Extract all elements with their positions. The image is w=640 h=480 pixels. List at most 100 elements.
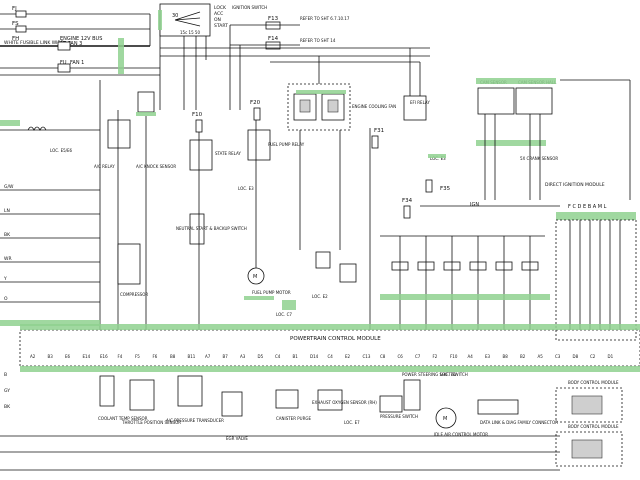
o2-rh-label: EXHAUST OXYGEN SENSOR (RH) bbox=[312, 400, 377, 405]
pcm-pin: E16 bbox=[100, 354, 108, 359]
engine-bus-label: ENGINE 12V BUS bbox=[60, 36, 102, 42]
canister-icon bbox=[275, 389, 299, 409]
ignition-switch: 30 LOCK ACC ON START IGNITION SWITCH 15c… bbox=[158, 3, 267, 110]
idle-air-label: IDLE AIR CONTROL MOTOR bbox=[434, 432, 488, 437]
egr-valve-icon bbox=[221, 391, 243, 417]
svg-text:M: M bbox=[443, 416, 447, 422]
pcm-pin: C3 bbox=[555, 354, 561, 359]
sensor-icon bbox=[177, 375, 203, 407]
wire-code: G/W bbox=[4, 184, 14, 190]
loc-e3b: LOC. E3 bbox=[430, 156, 446, 161]
sensor-icon bbox=[515, 87, 553, 115]
centre-left-relays: F10 STATE RELAY NEUTRAL START & BACKUP S… bbox=[176, 100, 560, 330]
fuse-f35-label: F35 bbox=[440, 186, 451, 192]
pcm-pin: C7 bbox=[415, 354, 421, 359]
lower-sensors: COOLANT TEMP SENSOR THROTTLE POSITION SE… bbox=[0, 372, 623, 471]
pcm-pin: D5 bbox=[258, 354, 264, 359]
compressor-label: COMPRESSOR bbox=[120, 292, 148, 297]
sensor-icon bbox=[129, 379, 155, 411]
data-link-icon bbox=[477, 399, 519, 415]
compressor-icon bbox=[117, 243, 141, 285]
pcm-pin: D1 bbox=[608, 354, 614, 359]
fuse-f13-label: F13 bbox=[268, 16, 279, 22]
sensor-icon bbox=[137, 91, 155, 113]
pressure-switch-label: PRESSURE SWITCH bbox=[380, 414, 418, 419]
switch-icon bbox=[189, 213, 205, 245]
pcm-pin: F2 bbox=[433, 354, 438, 359]
fuse-icon bbox=[265, 41, 281, 50]
svg-text:30: 30 bbox=[172, 13, 178, 19]
pcm-pin: B1 bbox=[293, 354, 299, 359]
ac-pressure-label: A/C PRESSURE TRANSDUCER bbox=[166, 418, 224, 423]
wire-code: BK bbox=[4, 404, 11, 410]
fuse-fj-label: FJ bbox=[12, 6, 17, 12]
state-relay-icon bbox=[189, 139, 213, 171]
fuse-icon bbox=[57, 41, 71, 51]
pcm-pin: F6 bbox=[153, 354, 158, 359]
canister-label: CANISTER PURGE bbox=[276, 416, 311, 421]
fuse-fs-label: FS bbox=[12, 21, 19, 27]
svg-text:M: M bbox=[253, 274, 257, 280]
powersteer-label: POWER STEERING SHIFT SWITCH bbox=[402, 372, 468, 377]
svg-text:15c 15 50: 15c 15 50 bbox=[180, 30, 200, 35]
pcm-pin: A3 bbox=[240, 354, 246, 359]
data-link-label: DATA LINK & DIAG FAMILY CONNECTOR bbox=[480, 420, 558, 425]
fuse-f14-label: F14 bbox=[268, 36, 279, 42]
loc-e5: LOC. E5/E6 bbox=[50, 148, 73, 153]
tps-label: THROTTLE POSITION SENSOR bbox=[121, 420, 181, 425]
engine-cooling-fan: ENGINE COOLING FAN bbox=[352, 104, 396, 109]
wire-code: BK bbox=[4, 232, 11, 238]
bcm2-label: BODY CONTROL MODULE bbox=[568, 424, 619, 429]
fuel-pump-relay-icon bbox=[247, 129, 271, 161]
bcm1-label: BODY CONTROL MODULE bbox=[568, 380, 619, 385]
top-left-fuses: FJ FS FH ENGINE 12V BUS WHITE FUSIBLE LI… bbox=[0, 6, 161, 110]
ign-switch-title: IGNITION SWITCH bbox=[232, 5, 267, 10]
fuse-icon bbox=[371, 135, 379, 149]
sensor-icon bbox=[315, 251, 331, 269]
fuse-f20-label: F20 bbox=[250, 100, 261, 106]
motor-icon bbox=[435, 407, 457, 429]
loc-e7: LOC. E7 bbox=[344, 420, 360, 425]
cam-crank-sensors: CAM SENSOR CAM SENSOR HALL 5X CRANK SENS… bbox=[476, 78, 631, 200]
fuse-icon bbox=[57, 63, 71, 73]
ign-acc: ACC bbox=[214, 11, 223, 17]
fusible-link-label: WHITE FUSIBLE LINK WIRE bbox=[4, 40, 64, 46]
connector-highlight bbox=[118, 38, 124, 74]
ign-start: START bbox=[214, 23, 228, 29]
pcm-pin: B8 bbox=[503, 354, 509, 359]
switch-icon bbox=[403, 379, 421, 411]
coolant-temp-label: COOLANT TEMP SENSOR bbox=[98, 416, 148, 421]
wire-code: LN bbox=[4, 208, 10, 214]
pcm-pin: A5 bbox=[538, 354, 544, 359]
fuse-icon bbox=[195, 119, 203, 133]
fuse-fu-name: FU bbox=[60, 60, 67, 66]
fuse-fu-label: FAN 1 bbox=[70, 60, 84, 66]
pcm-pin: E3 bbox=[485, 354, 491, 359]
ac-relay-icon bbox=[107, 119, 131, 149]
sensor-icon bbox=[99, 375, 115, 407]
egr-label: EGR VALVE bbox=[226, 436, 248, 441]
refer-f14: REFER TO SHT 14 bbox=[300, 38, 336, 43]
pcm-pin: B7 bbox=[223, 354, 229, 359]
crank-sensor-label: 5X CRANK SENSOR bbox=[520, 156, 558, 161]
pcm-pin: C6 bbox=[398, 354, 404, 359]
ac-knock-label: A/C KNOCK SENSOR bbox=[136, 164, 176, 169]
wire-code: B bbox=[4, 372, 7, 378]
pcm-pin: C2 bbox=[590, 354, 596, 359]
fuse-icon bbox=[265, 21, 281, 30]
ign-on: ON bbox=[214, 17, 221, 23]
pcm-pin: B11 bbox=[188, 354, 196, 359]
pcm-pin: F4 bbox=[118, 354, 123, 359]
loc-c7: LOC. C7 bbox=[276, 312, 292, 317]
pressure-switch-icon bbox=[379, 395, 403, 413]
pcm-pin: E2 bbox=[345, 354, 351, 359]
fuse-icon bbox=[15, 10, 27, 18]
efi-relay-label: EFI RELAY bbox=[410, 100, 430, 105]
fuel-pump-relay-label: FUEL PUMP RELAY bbox=[268, 142, 305, 147]
pcm-title: POWERTRAIN CONTROL MODULE bbox=[290, 336, 381, 342]
wire-code: Y bbox=[3, 276, 7, 282]
pcm-pin: D14 bbox=[310, 354, 319, 359]
relay-block: ENGINE COOLING FAN EFI RELAY bbox=[287, 56, 430, 250]
